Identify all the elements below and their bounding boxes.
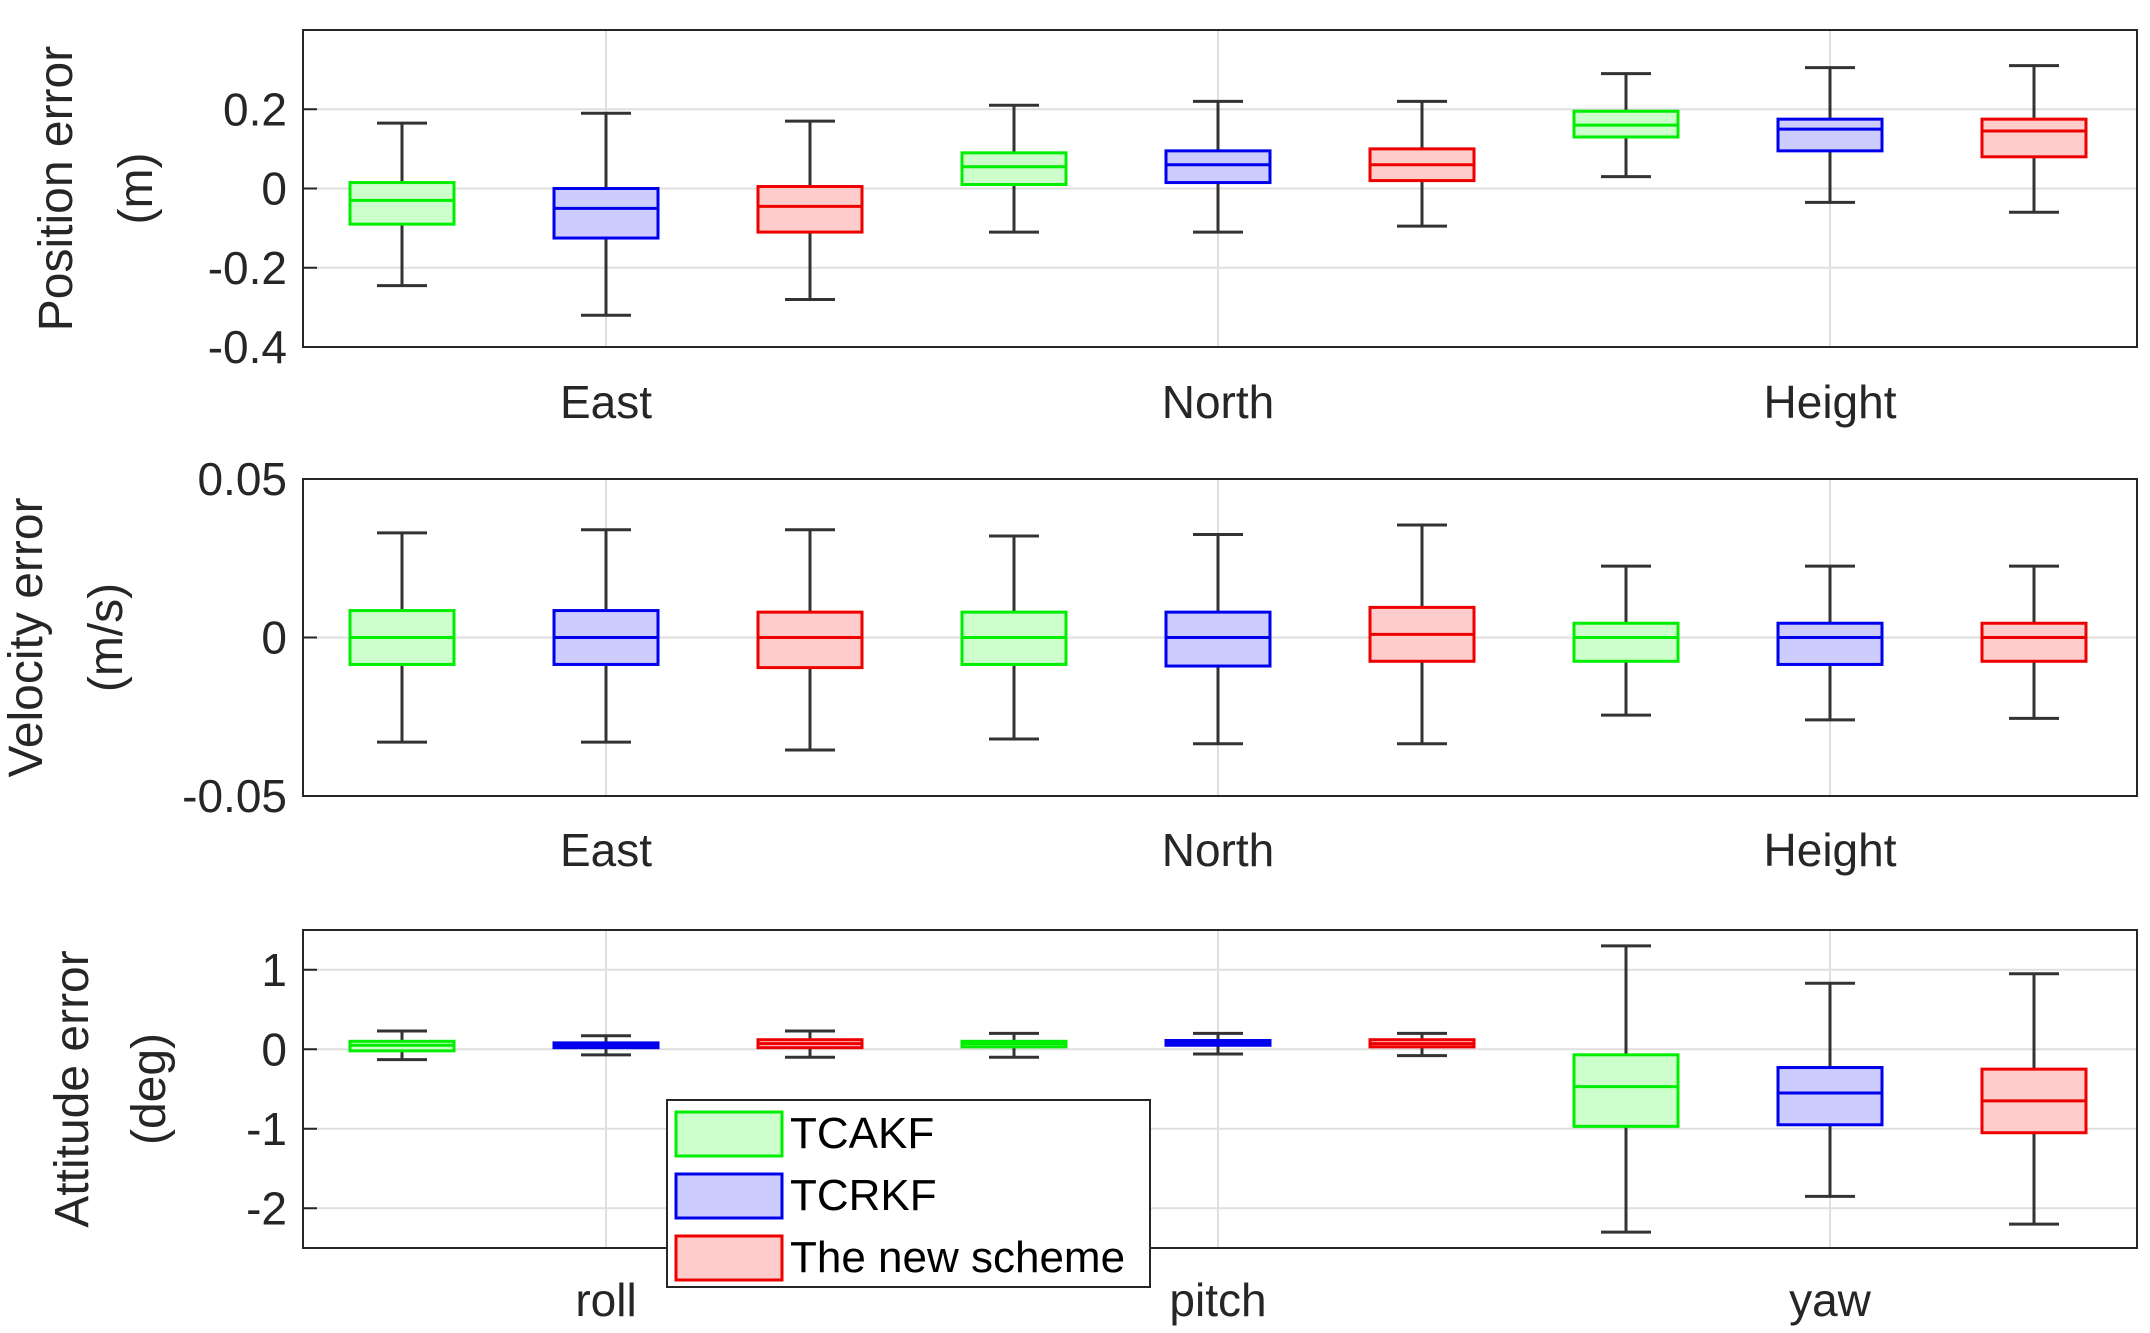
box-the-new-scheme: [1368, 1031, 1476, 1058]
box-tcrkf: [552, 1034, 660, 1057]
box-tcrkf: [1164, 532, 1272, 746]
axes-frame: [302, 478, 2138, 797]
box-iqr: [1164, 610, 1272, 668]
y-axis-title-line2: (m/s): [80, 583, 133, 692]
box-tcakf: [348, 531, 456, 744]
panel-3: -2 -1 0 1 roll pitch yaw Attitude error (deg): [46, 929, 2138, 1326]
box-tcrkf: [552, 528, 660, 744]
box-iqr: [1572, 621, 1680, 663]
y-axis-title-line1: Velocity error: [0, 497, 53, 777]
axes-frame: [302, 29, 2138, 348]
box-the-new-scheme: [1980, 972, 2088, 1226]
box-iqr: [960, 151, 1068, 187]
box-iqr: [1776, 117, 1884, 153]
legend-entry-1: TCAKF: [674, 1109, 934, 1158]
y-tick-label: -0.2: [208, 242, 287, 294]
box-tcakf: [1572, 72, 1680, 179]
box-iqr: [552, 187, 660, 240]
axes-frame: [302, 929, 2138, 1249]
x-category-label: East: [560, 376, 652, 428]
x-category-label: Height: [1764, 824, 1897, 876]
box-iqr: [1980, 117, 2088, 159]
legend-swatch: [674, 1172, 784, 1220]
box-tcakf: [960, 103, 1068, 234]
legend-entry-2: TCRKF: [674, 1171, 937, 1220]
box-tcrkf: [1776, 66, 1884, 204]
y-tick-label: -1: [246, 1103, 287, 1155]
box-iqr: [1776, 621, 1884, 666]
y-axis-title-line1: Attitude error: [46, 950, 99, 1227]
box-the-new-scheme: [1368, 99, 1476, 228]
box-tcrkf: [1776, 981, 1884, 1198]
y-tick-label: 0: [261, 612, 287, 664]
x-category-label: Height: [1764, 376, 1897, 428]
legend-swatch: [674, 1234, 784, 1282]
x-category-label: pitch: [1169, 1274, 1266, 1326]
box-tcakf: [1572, 564, 1680, 717]
y-tick-label: -0.05: [182, 770, 287, 822]
y-axis-title-line2: (deg): [123, 1033, 176, 1145]
box-tcakf: [1572, 944, 1680, 1234]
box-iqr: [1776, 1066, 1884, 1127]
legend-entry-3: The new scheme: [674, 1233, 1125, 1282]
legend-label: The new scheme: [790, 1233, 1125, 1282]
box-iqr: [756, 185, 864, 234]
legend-label: TCAKF: [790, 1109, 934, 1158]
legend-swatch: [674, 1110, 784, 1158]
x-category-label: roll: [575, 1274, 636, 1326]
y-tick-label: -0.4: [208, 321, 287, 373]
box-the-new-scheme: [756, 1029, 864, 1059]
x-category-label: North: [1162, 824, 1274, 876]
y-tick-label: 0: [261, 1023, 287, 1075]
box-the-new-scheme: [1368, 523, 1476, 746]
box-tcakf: [960, 534, 1068, 741]
y-tick-label: 0.05: [197, 453, 287, 505]
box-iqr: [1980, 621, 2088, 663]
box-the-new-scheme: [1980, 64, 2088, 214]
box-tcrkf: [552, 111, 660, 317]
box-iqr: [1164, 149, 1272, 185]
legend: TCAKF TCRKF The new scheme: [666, 1099, 1151, 1288]
y-tick-label: 1: [261, 944, 287, 996]
y-tick-label: -2: [246, 1182, 287, 1234]
box-the-new-scheme: [756, 528, 864, 752]
box-the-new-scheme: [1980, 564, 2088, 720]
x-category-label: yaw: [1789, 1274, 1872, 1326]
y-axis-title-line2: (m): [110, 153, 163, 225]
x-category-label: North: [1162, 376, 1274, 428]
box-tcrkf: [1164, 1031, 1272, 1056]
box-tcakf: [348, 1029, 456, 1062]
box-iqr: [756, 610, 864, 670]
legend-items: TCAKF TCRKF The new scheme: [674, 1109, 1125, 1282]
box-iqr: [1572, 1053, 1680, 1128]
box-iqr: [348, 181, 456, 226]
y-tick-label: 0.2: [223, 83, 287, 135]
box-tcrkf: [1776, 564, 1884, 722]
box-tcrkf: [1164, 99, 1272, 234]
box-tcakf: [348, 121, 456, 288]
box-the-new-scheme: [756, 119, 864, 301]
x-category-label: East: [560, 824, 652, 876]
legend-label: TCRKF: [790, 1171, 937, 1220]
y-axis-title-line1: Position error: [30, 46, 83, 331]
y-tick-label: 0: [261, 163, 287, 215]
box-tcakf: [960, 1031, 1068, 1059]
